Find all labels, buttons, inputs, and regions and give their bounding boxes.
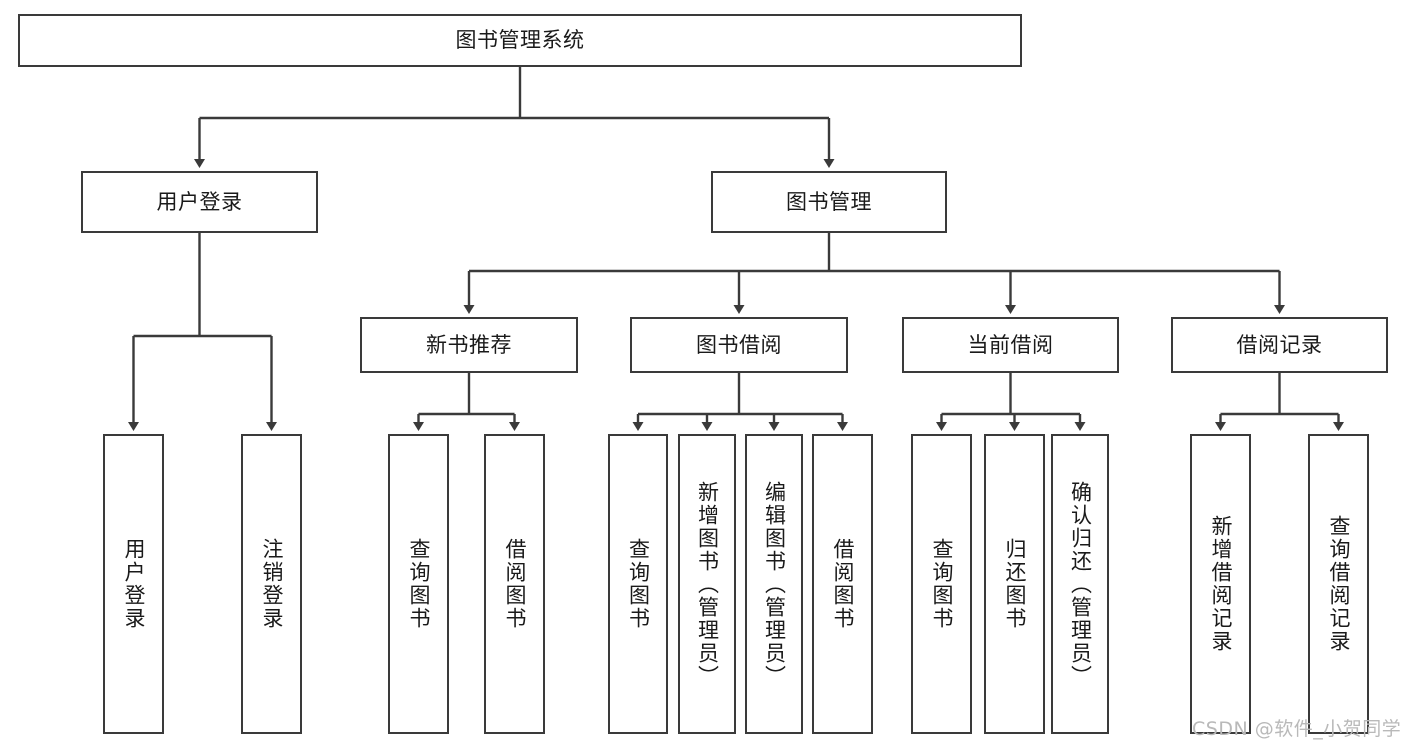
node-label: 查询图书 (929, 538, 954, 630)
node-label: 新增借阅记录 (1208, 515, 1233, 653)
node-leaf-borrow-book-rec[interactable]: 借阅图书 (484, 434, 545, 734)
node-leaf-edit-book[interactable]: 编辑图书（管理员） (745, 434, 803, 734)
node-label: 图书管理 (786, 189, 872, 214)
node-leaf-user-login[interactable]: 用户登录 (103, 434, 164, 734)
node-label: 图书管理系统 (455, 28, 585, 53)
node-label: 编辑图书（管理员） (762, 480, 787, 688)
node-leaf-query-book-borrow[interactable]: 查询图书 (608, 434, 668, 734)
node-label: 新书推荐 (426, 332, 512, 357)
node-label: 查询图书 (626, 538, 651, 630)
node-leaf-confirm-return[interactable]: 确认归还（管理员） (1051, 434, 1109, 734)
node-label: 归还图书 (1002, 538, 1027, 630)
node-label: 新增图书（管理员） (695, 480, 720, 688)
node-label: 借阅记录 (1236, 332, 1323, 357)
watermark-text: CSDN @软件_小贺同学 (1192, 718, 1402, 740)
node-book-manage[interactable]: 图书管理 (711, 171, 947, 233)
node-label: 用户登录 (156, 189, 243, 214)
node-label: 借阅图书 (502, 538, 527, 630)
node-leaf-add-book[interactable]: 新增图书（管理员） (678, 434, 736, 734)
node-leaf-query-borrow-record[interactable]: 查询借阅记录 (1308, 434, 1369, 734)
node-leaf-query-book-rec[interactable]: 查询图书 (388, 434, 449, 734)
node-label: 注销登录 (259, 538, 284, 630)
node-user-login[interactable]: 用户登录 (81, 171, 318, 233)
node-new-book-rec[interactable]: 新书推荐 (360, 317, 578, 373)
node-label: 查询图书 (406, 538, 431, 630)
node-label: 用户登录 (121, 538, 146, 630)
node-leaf-return-book[interactable]: 归还图书 (984, 434, 1045, 734)
node-leaf-add-borrow-record[interactable]: 新增借阅记录 (1190, 434, 1251, 734)
node-label: 当前借阅 (967, 332, 1054, 357)
node-current-borrow[interactable]: 当前借阅 (902, 317, 1119, 373)
node-label: 图书借阅 (696, 332, 782, 357)
node-root[interactable]: 图书管理系统 (18, 14, 1022, 67)
node-label: 确认归还（管理员） (1068, 480, 1093, 688)
node-label: 查询借阅记录 (1326, 515, 1351, 653)
node-leaf-query-book-current[interactable]: 查询图书 (911, 434, 972, 734)
node-label: 借阅图书 (830, 538, 855, 630)
node-book-borrow[interactable]: 图书借阅 (630, 317, 848, 373)
node-leaf-borrow-book[interactable]: 借阅图书 (812, 434, 873, 734)
node-leaf-logout-login[interactable]: 注销登录 (241, 434, 302, 734)
node-borrow-record[interactable]: 借阅记录 (1171, 317, 1388, 373)
